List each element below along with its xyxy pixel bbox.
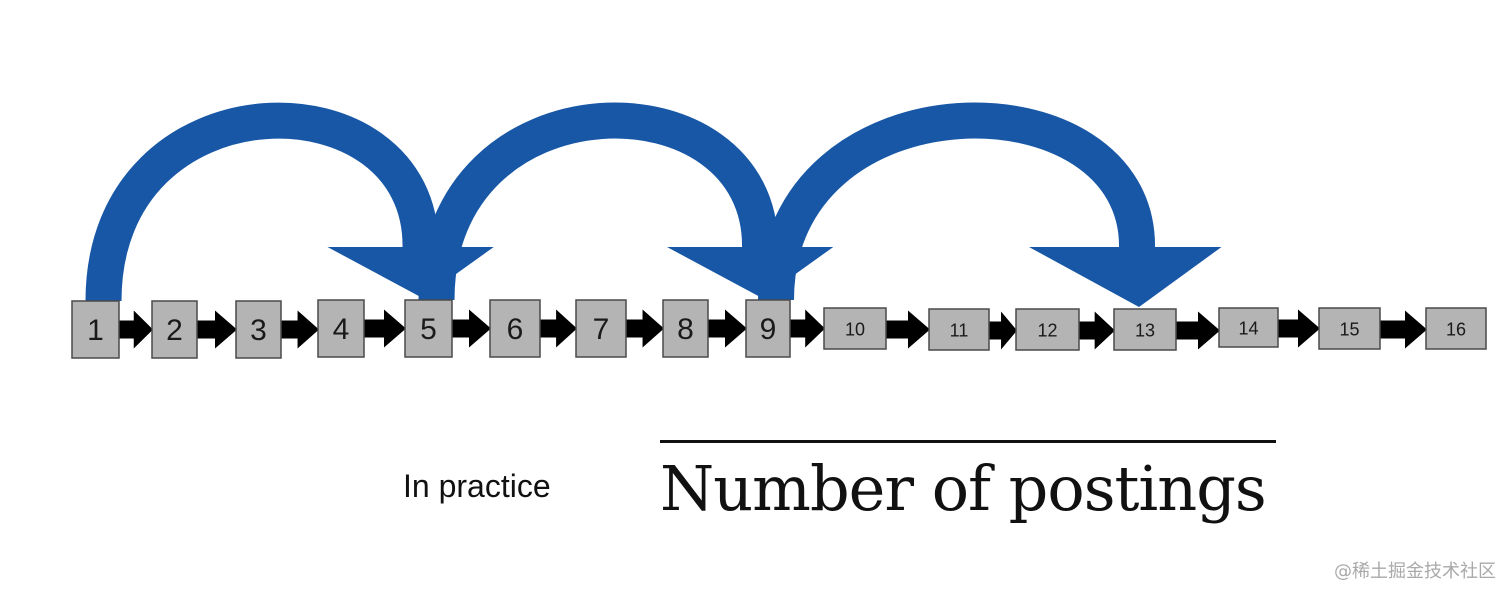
skip-arc [418, 102, 779, 301]
next-arrow-9-10 [789, 309, 825, 348]
posting-node-5: 5 [404, 299, 453, 358]
posting-node-11: 11 [928, 308, 990, 351]
posting-box [1218, 307, 1279, 348]
posting-label: 4 [333, 313, 350, 346]
posting-box [71, 300, 120, 359]
caption-in-practice: In practice [403, 468, 551, 504]
posting-node-14: 14 [1218, 307, 1279, 348]
posting-box [1425, 307, 1487, 350]
posting-label: 8 [677, 313, 694, 346]
posting-node-16: 16 [1425, 307, 1487, 350]
next-arrow-11-12 [988, 311, 1017, 350]
posting-label: 10 [845, 320, 865, 340]
posting-label: 7 [593, 313, 610, 346]
posting-label: 16 [1446, 320, 1466, 340]
posting-box [151, 300, 198, 359]
next-arrow-10-11 [885, 310, 930, 349]
posting-label: 13 [1135, 321, 1155, 341]
next-arrow-12-13 [1078, 311, 1115, 350]
formula-text: Number of postings [660, 452, 1267, 525]
watermark: @稀土掘金技术社区 [1334, 561, 1496, 582]
posting-label: 11 [950, 321, 969, 341]
posting-node-10: 10 [823, 307, 887, 350]
posting-box [317, 299, 365, 358]
next-arrow-15-16 [1379, 310, 1427, 349]
posting-node-3: 3 [235, 300, 282, 359]
posting-label: 3 [250, 314, 267, 347]
posting-label: 15 [1339, 320, 1359, 340]
skip-arrowhead [1029, 247, 1222, 307]
sqrt-number-of-postings: Number of postings [660, 440, 1276, 529]
skip-arrows [85, 102, 1222, 307]
next-arrow-1-2 [118, 310, 153, 349]
next-arrow-7-8 [625, 309, 664, 348]
posting-node-15: 15 [1318, 307, 1381, 350]
posting-label: 14 [1238, 319, 1258, 339]
skip-arc [85, 102, 439, 302]
posting-box [1318, 307, 1381, 350]
posting-node-6: 6 [489, 299, 541, 358]
posting-box [928, 308, 990, 351]
posting-node-9: 9 [745, 299, 791, 358]
next-arrow-8-9 [707, 309, 747, 348]
skip-arrowhead [327, 247, 494, 298]
posting-box [575, 299, 627, 358]
posting-node-7: 7 [575, 299, 627, 358]
posting-box [1015, 308, 1080, 351]
posting-box [489, 299, 541, 358]
posting-box [404, 299, 453, 358]
posting-label: 12 [1037, 321, 1057, 341]
next-arrow-2-3 [196, 310, 237, 349]
next-arrow-4-5 [363, 309, 406, 348]
posting-node-4: 4 [317, 299, 365, 358]
posting-label: 9 [760, 313, 777, 346]
posting-node-8: 8 [662, 299, 709, 358]
posting-node-13: 13 [1113, 308, 1177, 351]
next-arrow-3-4 [280, 310, 319, 349]
posting-label: 2 [166, 314, 183, 347]
posting-node-1: 1 [71, 300, 120, 359]
posting-label: 1 [87, 314, 104, 347]
skip-arrow-9-13 [758, 102, 1222, 307]
posting-label: 6 [507, 313, 524, 346]
skip-arc [758, 102, 1156, 301]
posting-box [662, 299, 709, 358]
posting-box [745, 299, 791, 358]
next-arrow-5-6 [451, 309, 491, 348]
next-pointer-arrows [118, 309, 1427, 350]
posting-node-2: 2 [151, 300, 198, 359]
posting-box [1113, 308, 1177, 351]
next-arrow-6-7 [539, 309, 577, 348]
skip-arrowhead [667, 247, 834, 298]
posting-label: 5 [420, 313, 437, 346]
posting-box [823, 307, 887, 350]
posting-node-12: 12 [1015, 308, 1080, 351]
next-arrow-14-15 [1277, 309, 1320, 348]
next-arrow-13-14 [1175, 311, 1220, 350]
posting-box [235, 300, 282, 359]
